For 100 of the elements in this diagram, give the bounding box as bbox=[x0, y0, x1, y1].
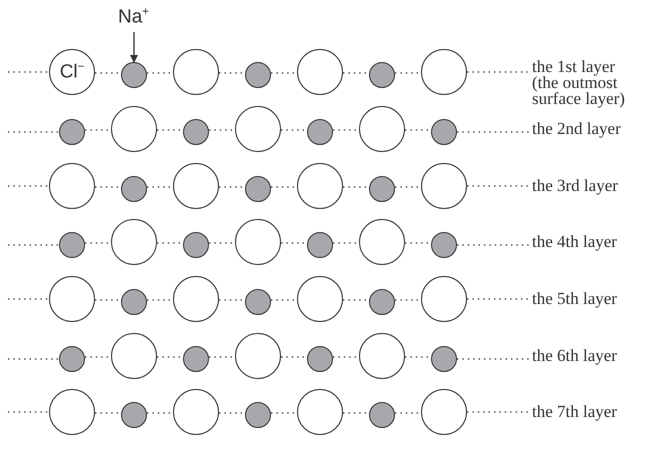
small-ion-circle bbox=[121, 289, 147, 315]
large-ion-circle bbox=[297, 163, 343, 209]
dotted-line bbox=[281, 242, 307, 244]
large-ion-circle bbox=[111, 219, 157, 265]
dotted-line bbox=[95, 186, 121, 188]
layer-label: the 7th layer bbox=[532, 404, 660, 420]
dotted-line bbox=[457, 131, 530, 133]
dotted-line bbox=[281, 129, 307, 131]
dotted-line bbox=[147, 72, 173, 74]
ion-label: Na$^{+}$ bbox=[118, 6, 154, 28]
dotted-line bbox=[333, 242, 359, 244]
small-ion-circle bbox=[369, 289, 395, 315]
large-ion-circle bbox=[173, 389, 219, 435]
dotted-line bbox=[343, 299, 369, 301]
small-ion-circle bbox=[59, 346, 85, 372]
layer-label: the 2nd layer bbox=[532, 121, 660, 137]
dotted-line bbox=[8, 358, 59, 360]
large-ion-circle bbox=[359, 219, 405, 265]
large-ion-circle bbox=[359, 333, 405, 379]
dotted-line bbox=[271, 299, 297, 301]
small-ion-circle bbox=[183, 119, 209, 145]
layer-label: the 3rd layer bbox=[532, 178, 660, 194]
dotted-line bbox=[147, 412, 173, 414]
dotted-line bbox=[85, 129, 111, 131]
dotted-line bbox=[8, 244, 59, 246]
dotted-line bbox=[95, 72, 121, 74]
dotted-line bbox=[8, 411, 49, 413]
large-ion-circle bbox=[49, 49, 95, 95]
dotted-line bbox=[219, 299, 245, 301]
dotted-line bbox=[343, 72, 369, 74]
small-ion-circle bbox=[369, 402, 395, 428]
dotted-line bbox=[467, 411, 530, 413]
small-ion-circle bbox=[59, 119, 85, 145]
dotted-line bbox=[467, 298, 530, 300]
small-ion-circle bbox=[183, 346, 209, 372]
dotted-line bbox=[157, 242, 183, 244]
small-ion-circle bbox=[307, 232, 333, 258]
dotted-line bbox=[333, 356, 359, 358]
large-ion-circle bbox=[49, 163, 95, 209]
dotted-line bbox=[405, 356, 431, 358]
dotted-line bbox=[395, 412, 421, 414]
small-ion-circle bbox=[369, 62, 395, 88]
dotted-line bbox=[85, 356, 111, 358]
dotted-line bbox=[85, 242, 111, 244]
dotted-line bbox=[8, 298, 49, 300]
small-ion-circle bbox=[245, 176, 271, 202]
dotted-line bbox=[467, 185, 530, 187]
small-ion-circle bbox=[59, 232, 85, 258]
dotted-line bbox=[157, 129, 183, 131]
small-ion-circle bbox=[121, 62, 147, 88]
dotted-line bbox=[343, 186, 369, 188]
large-ion-circle bbox=[111, 333, 157, 379]
large-ion-circle bbox=[235, 333, 281, 379]
large-ion-circle bbox=[173, 163, 219, 209]
dotted-line bbox=[8, 185, 49, 187]
large-ion-circle bbox=[359, 106, 405, 152]
small-ion-circle bbox=[245, 402, 271, 428]
dotted-line bbox=[467, 71, 530, 73]
dotted-line bbox=[209, 356, 235, 358]
dotted-line bbox=[8, 131, 59, 133]
large-ion-circle bbox=[421, 49, 467, 95]
ion-symbol: Cl$^{−}$ bbox=[60, 60, 84, 84]
dotted-line bbox=[271, 72, 297, 74]
large-ion-circle bbox=[421, 163, 467, 209]
small-ion-circle bbox=[245, 289, 271, 315]
small-ion-circle bbox=[245, 62, 271, 88]
small-ion-circle bbox=[431, 232, 457, 258]
leader-arrow bbox=[130, 32, 138, 63]
dotted-line bbox=[405, 242, 431, 244]
dotted-line bbox=[219, 186, 245, 188]
large-ion-circle bbox=[421, 389, 467, 435]
dotted-line bbox=[8, 71, 49, 73]
layer-label: the 1st layer (the outmost surface layer) bbox=[532, 59, 644, 107]
dotted-line bbox=[281, 356, 307, 358]
large-ion-circle bbox=[421, 276, 467, 322]
dotted-line bbox=[147, 299, 173, 301]
dotted-line bbox=[405, 129, 431, 131]
layer-label: the 6th layer bbox=[532, 348, 660, 364]
large-ion-circle bbox=[173, 276, 219, 322]
small-ion-circle bbox=[431, 346, 457, 372]
dotted-line bbox=[95, 412, 121, 414]
small-ion-circle bbox=[369, 176, 395, 202]
dotted-line bbox=[457, 244, 530, 246]
large-ion-circle bbox=[173, 49, 219, 95]
large-ion-circle bbox=[111, 106, 157, 152]
dotted-line bbox=[271, 186, 297, 188]
large-ion-circle bbox=[297, 49, 343, 95]
dotted-line bbox=[209, 242, 235, 244]
dotted-line bbox=[219, 412, 245, 414]
dotted-line bbox=[157, 356, 183, 358]
dotted-line bbox=[147, 186, 173, 188]
small-ion-circle bbox=[431, 119, 457, 145]
large-ion-circle bbox=[297, 389, 343, 435]
small-ion-circle bbox=[307, 119, 333, 145]
dotted-line bbox=[209, 129, 235, 131]
dotted-line bbox=[343, 412, 369, 414]
small-ion-circle bbox=[121, 176, 147, 202]
dotted-line bbox=[395, 186, 421, 188]
large-ion-circle bbox=[235, 106, 281, 152]
dotted-line bbox=[395, 72, 421, 74]
